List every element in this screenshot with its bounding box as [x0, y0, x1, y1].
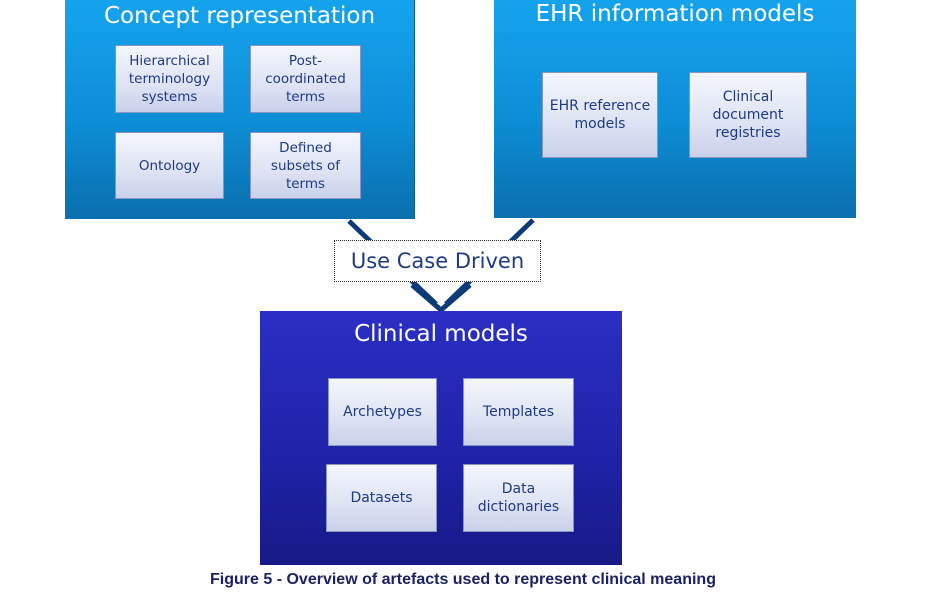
- clinical-models-title: Clinical models: [354, 321, 528, 347]
- hierarchical-terminology-systems-box: Hierarchical terminology systems: [115, 45, 224, 113]
- figure-caption: Figure 5 - Overview of artefacts used to…: [210, 571, 716, 588]
- post-coordinated-terms-box: Post- coordinated terms: [250, 45, 361, 113]
- clinical-document-registries-box: Clinical document registries: [689, 72, 807, 158]
- use-case-driven-label: Use Case Driven: [334, 240, 541, 282]
- ehr-information-models-title: EHR information models: [535, 1, 815, 27]
- concept-representation-panel: Concept representation Hierarchical term…: [65, 0, 415, 219]
- templates-box: Templates: [463, 378, 574, 446]
- archetypes-box: Archetypes: [328, 378, 437, 446]
- datasets-box: Datasets: [326, 464, 437, 532]
- ehr-reference-models-box: EHR reference models: [542, 72, 658, 158]
- data-dictionaries-box: Data dictionaries: [463, 464, 574, 532]
- ehr-information-models-panel: EHR information models EHR reference mod…: [494, 0, 856, 218]
- defined-subsets-of-terms-box: Defined subsets of terms: [250, 132, 361, 199]
- clinical-models-panel: Clinical models Archetypes Templates Dat…: [260, 311, 622, 565]
- concept-representation-title: Concept representation: [103, 3, 376, 29]
- ontology-box: Ontology: [115, 132, 224, 199]
- arrow-head: [410, 283, 472, 314]
